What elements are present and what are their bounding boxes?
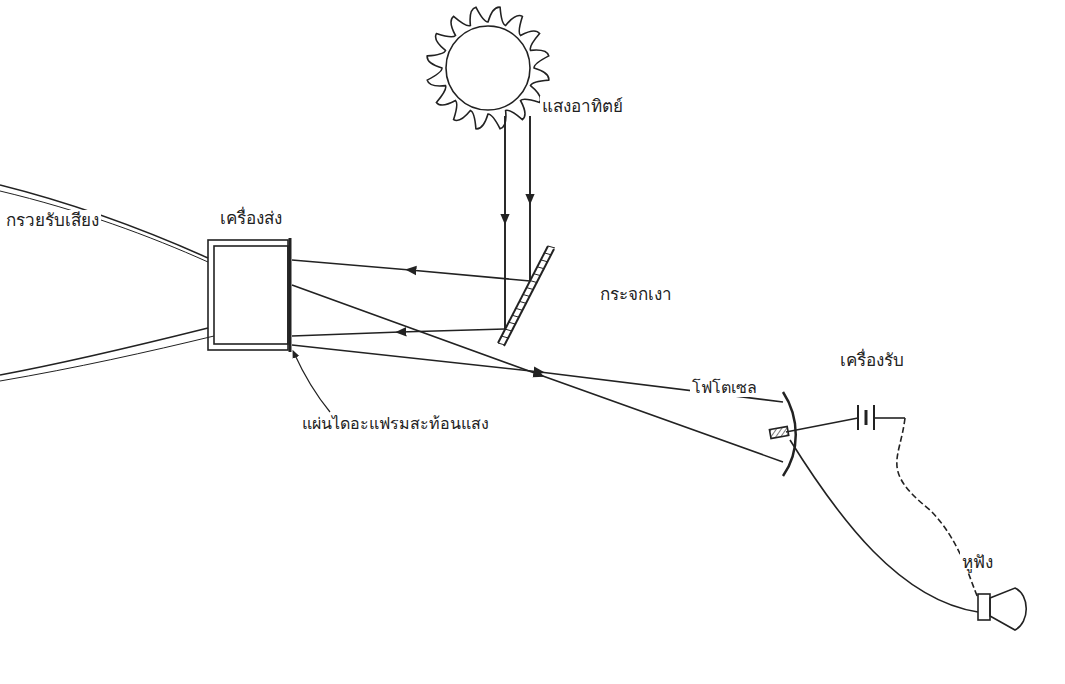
part-label: เครื่องรับ xyxy=(838,350,906,370)
sun xyxy=(427,7,549,129)
part-label: เครื่องส่ง xyxy=(218,208,284,228)
part-label: กรวยรับเสียง xyxy=(4,210,101,230)
sun-ray xyxy=(504,116,506,329)
receiver xyxy=(769,392,1026,630)
part-label: หูฟัง xyxy=(960,552,995,572)
mirror xyxy=(498,246,555,346)
sun-label: แสงอาทิตย์ xyxy=(540,96,625,116)
part-label: โฟโตเซล xyxy=(690,378,759,397)
light-beam xyxy=(292,345,783,402)
light-beam xyxy=(292,285,783,462)
leader-line xyxy=(294,353,330,412)
reflected-ray xyxy=(292,329,505,336)
reflected-ray xyxy=(292,260,530,281)
part-label: กระจกเงา xyxy=(598,284,674,304)
sun-ray xyxy=(529,116,531,281)
part-label: แผ่นไดอะแฟรมสะท้อนแสง xyxy=(300,414,491,433)
transmitter xyxy=(0,185,290,381)
